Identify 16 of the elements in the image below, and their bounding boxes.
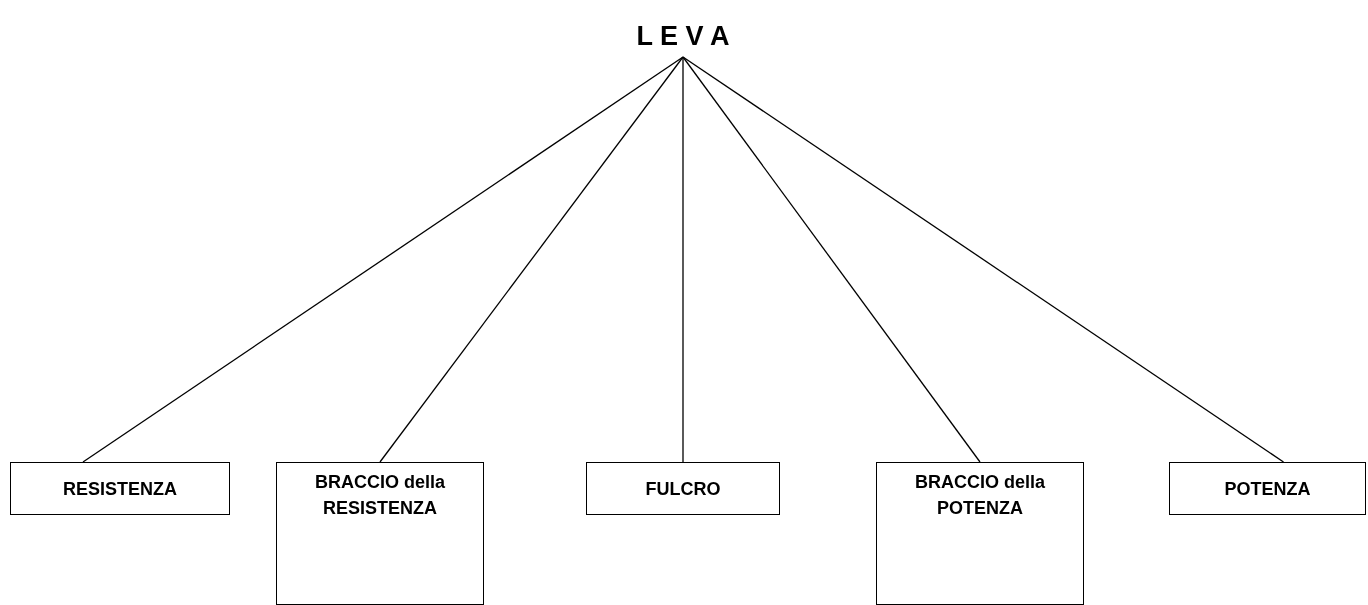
connector-line: [379, 56, 684, 463]
connector-line: [682, 56, 1285, 463]
connector-line: [682, 56, 684, 463]
connector-line: [682, 56, 981, 463]
title-text: L E V A: [613, 16, 753, 57]
box-label: BRACCIO della RESISTENZA: [314, 471, 446, 520]
label-box: [1169, 462, 1366, 515]
label-box: [276, 462, 484, 605]
label-box: [10, 462, 230, 515]
label-box: [586, 462, 780, 515]
box-label: FULCRO: [645, 477, 721, 501]
box-label: BRACCIO della POTENZA: [914, 471, 1046, 520]
connector-line: [82, 56, 684, 463]
box-label: POTENZA: [1224, 477, 1311, 501]
label-box: [876, 462, 1084, 605]
box-label: RESISTENZA: [63, 477, 177, 501]
